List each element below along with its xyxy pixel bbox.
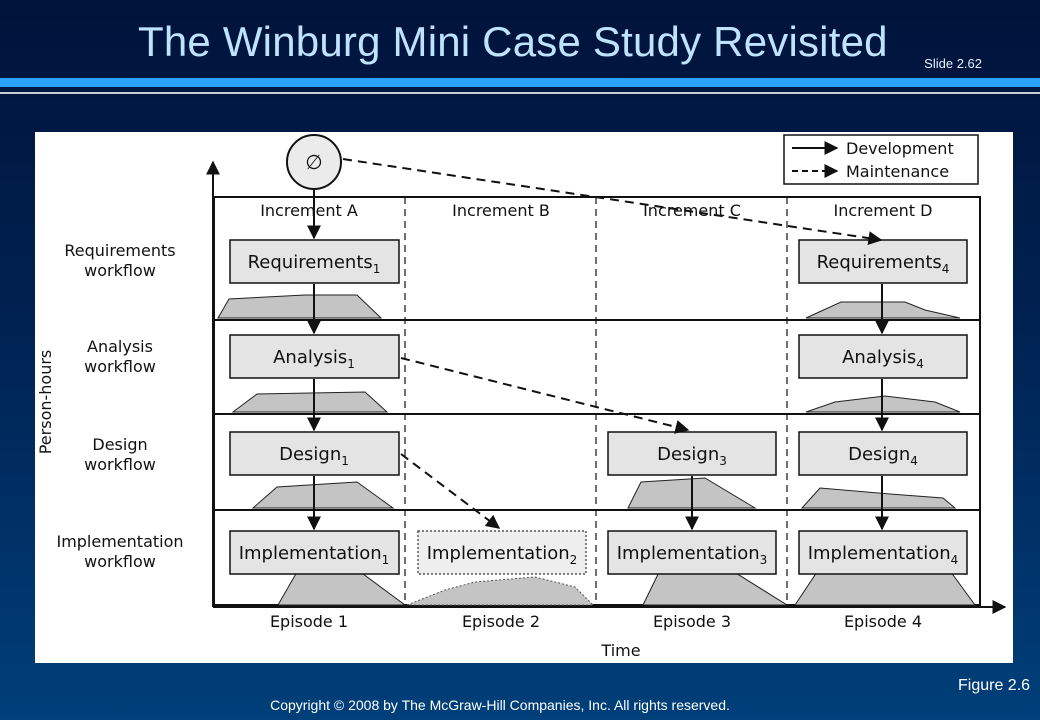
curve-ana-a (231, 391, 389, 413)
implementation-1-label: Implementation1 (239, 543, 390, 567)
episode-4-label: Episode 4 (844, 612, 922, 631)
box-implementation-4 (798, 530, 968, 575)
box-implementation-2 (417, 530, 587, 575)
requirements-4-label: Requirements4 (817, 252, 950, 276)
time-axis-label: Time (600, 641, 640, 660)
box-analysis-1 (229, 334, 400, 379)
increment-d-label: Increment D (834, 201, 933, 220)
maint-arrow-start-req4 (342, 158, 883, 246)
box-implementation-3 (607, 530, 777, 575)
maint-arrow-des1-impl2 (400, 453, 501, 529)
requirements-1-label: Requirements1 (248, 252, 381, 276)
start-circle (286, 134, 342, 190)
episode-2-label: Episode 2 (462, 612, 540, 631)
figure-panel: ∅ Development Maintenance Increment A In… (35, 132, 1013, 663)
episode-1-label: Episode 1 (270, 612, 348, 631)
increment-c-label: Increment C (643, 201, 741, 220)
implementation-3-label: Implementation3 (617, 543, 768, 567)
increment-b-label: Increment B (452, 201, 550, 220)
person-hours-axis-label: Person-hours (36, 350, 55, 455)
box-requirements-4 (798, 239, 968, 284)
slide-title: The Winburg Mini Case Study Revisited (138, 18, 888, 65)
box-implementation-1 (229, 530, 400, 575)
analysis-4-label: Analysis4 (842, 347, 924, 371)
box-design-1 (229, 431, 400, 476)
box-analysis-4 (798, 334, 968, 379)
episode-3-label: Episode 3 (653, 612, 731, 631)
title-rule-thin (0, 92, 1040, 94)
design-3-label: Design3 (657, 444, 727, 468)
box-design-4 (798, 431, 968, 476)
maint-arrow-ana1-des3 (400, 357, 690, 434)
curve-des-d (800, 487, 957, 509)
iterative-diagram: ∅ Development Maintenance Increment A In… (36, 134, 1007, 660)
box-requirements-1 (229, 239, 400, 284)
box-design-3 (607, 431, 777, 476)
legend-development-label: Development (846, 139, 954, 158)
legend-box (783, 134, 979, 185)
implementation-4-label: Implementation4 (808, 543, 959, 567)
copyright-notice: Copyright © 2008 by The McGraw-Hill Comp… (270, 697, 730, 713)
design-1-label: Design1 (279, 444, 349, 468)
curve-impl-b (406, 576, 595, 606)
empty-set-symbol: ∅ (305, 150, 322, 174)
curve-des-a (251, 481, 395, 509)
legend-maintenance-label: Maintenance (846, 162, 949, 181)
increment-a-label: Increment A (260, 201, 358, 220)
figure-caption: Figure 2.6 (958, 677, 1031, 694)
title-rule-thick (0, 78, 1040, 87)
curve-req-a (217, 294, 383, 319)
slide-number: Slide 2.62 (924, 56, 982, 71)
implementation-2-label: Implementation2 (427, 543, 578, 567)
analysis-1-label: Analysis1 (273, 347, 355, 371)
design-4-label: Design4 (848, 444, 918, 468)
